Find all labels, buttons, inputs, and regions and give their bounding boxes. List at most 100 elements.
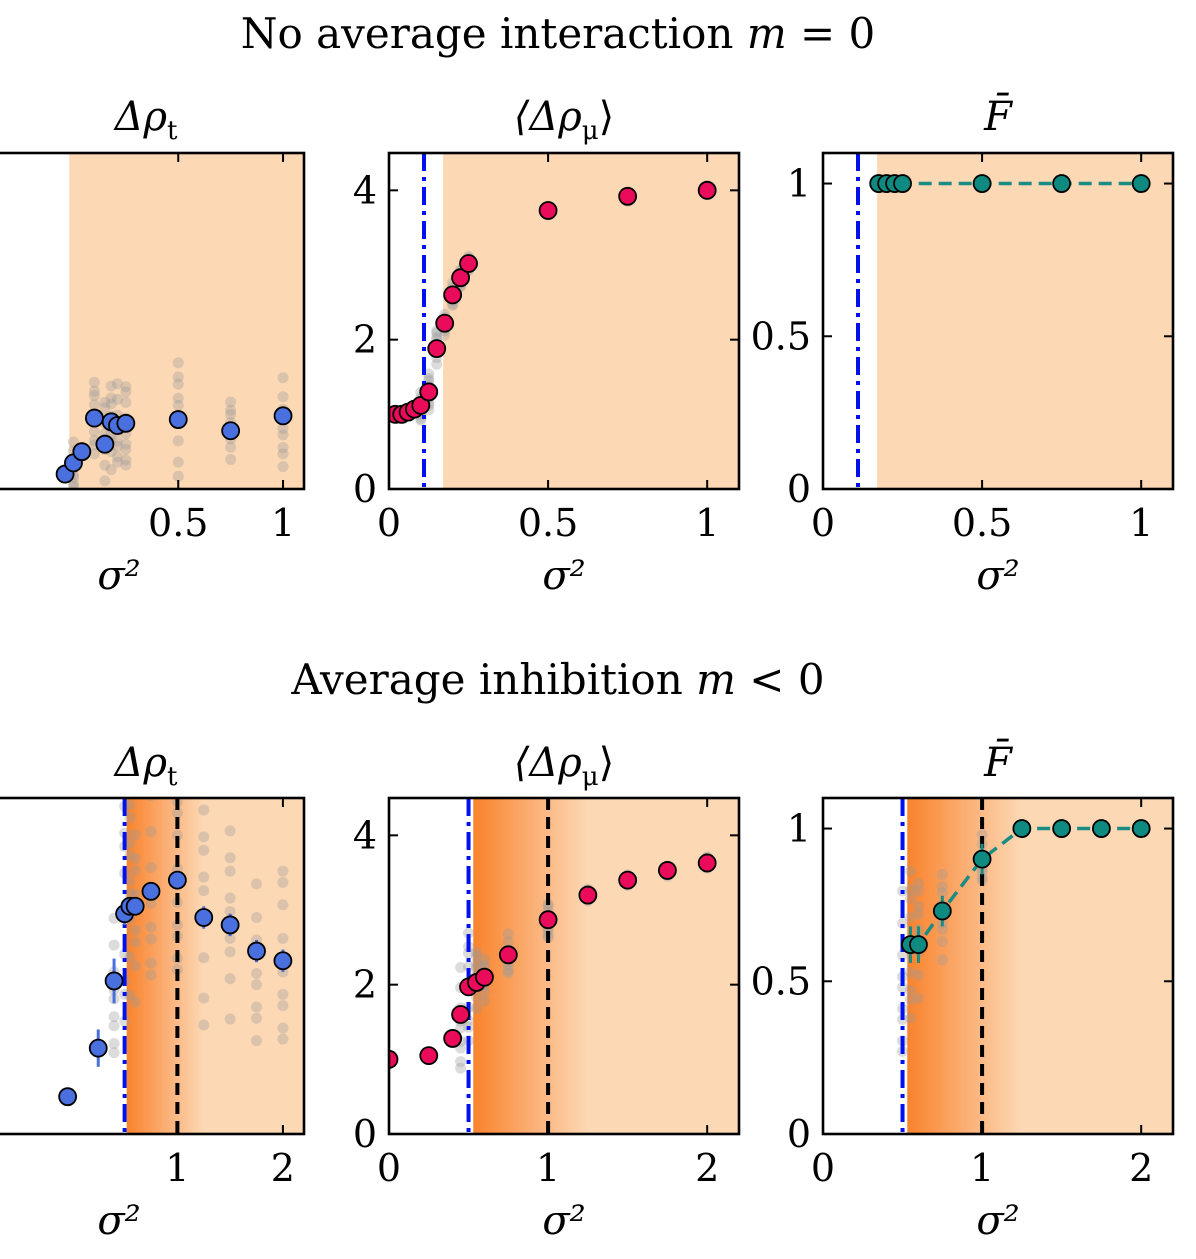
panel-title: Δρt bbox=[113, 740, 178, 792]
y-tick-label: 0 bbox=[353, 1112, 377, 1156]
sample-dot bbox=[251, 911, 263, 923]
sample-dot bbox=[912, 878, 924, 890]
axes-frame bbox=[0, 796, 306, 1136]
y-tick-label: 2 bbox=[353, 963, 377, 1007]
sample-dot bbox=[198, 844, 210, 856]
x-tick-label: 0 bbox=[377, 1146, 401, 1190]
data-point bbox=[475, 967, 494, 987]
panel-title: F̄ bbox=[983, 739, 1013, 786]
data-point bbox=[451, 268, 470, 288]
sample-dot bbox=[172, 456, 184, 468]
sample-dot bbox=[463, 961, 475, 973]
sample-dot bbox=[171, 919, 183, 931]
sample-dot bbox=[198, 1019, 210, 1031]
sample-dot bbox=[224, 946, 236, 958]
sample-dot bbox=[172, 378, 184, 390]
sample-dot bbox=[145, 921, 157, 933]
sample-dot bbox=[198, 871, 210, 883]
sample-dot bbox=[67, 481, 79, 489]
panel-title: ⟨Δρμ⟩ bbox=[514, 740, 615, 792]
data-point bbox=[443, 285, 463, 305]
sample-dot bbox=[897, 949, 909, 961]
sample-dot bbox=[277, 1000, 289, 1012]
x-tick-label: 1 bbox=[271, 501, 295, 545]
sample-dot bbox=[542, 900, 554, 912]
data-point bbox=[538, 201, 558, 220]
sample-dot bbox=[129, 924, 141, 936]
x-tick-label: 0.5 bbox=[148, 501, 208, 545]
plot-area bbox=[856, 153, 1173, 489]
sample-dot bbox=[145, 861, 157, 873]
shaded-region bbox=[69, 153, 304, 489]
sample-dot bbox=[88, 385, 100, 397]
sample-dot bbox=[129, 864, 141, 876]
x-axis-label: σ² bbox=[976, 553, 1019, 599]
y-tick-label: 0 bbox=[787, 467, 811, 511]
sample-dot bbox=[251, 967, 263, 979]
sample-dot bbox=[225, 404, 237, 416]
sample-dot bbox=[124, 888, 136, 900]
sample-dot bbox=[251, 1001, 263, 1013]
sample-dot bbox=[277, 876, 289, 888]
sample-dot bbox=[129, 852, 141, 864]
sample-dot bbox=[99, 402, 111, 414]
sample-dot bbox=[108, 939, 120, 951]
sample-dot bbox=[105, 398, 117, 410]
sample-dot bbox=[478, 959, 490, 971]
sample-dot bbox=[905, 984, 916, 996]
data-point bbox=[697, 180, 717, 200]
x-tick-label: 2 bbox=[695, 1146, 719, 1190]
sample-dot bbox=[277, 423, 289, 435]
sample-dot bbox=[225, 408, 237, 420]
sample-dot bbox=[145, 798, 157, 802]
data-point bbox=[167, 870, 187, 890]
sample-dot bbox=[120, 443, 132, 455]
sample-dot bbox=[111, 378, 123, 390]
sample-dot bbox=[471, 1003, 482, 1015]
sample-dot bbox=[502, 964, 514, 976]
sample-dot bbox=[455, 1062, 467, 1074]
sample-dot bbox=[111, 393, 123, 405]
sample-dot bbox=[471, 958, 482, 970]
sample-dot bbox=[905, 893, 916, 905]
x-tick-label: 0 bbox=[811, 501, 835, 545]
x-axis-label: σ² bbox=[542, 1198, 585, 1244]
y-tick-label: 1 bbox=[787, 807, 811, 851]
sample-dot bbox=[198, 831, 210, 843]
sample-dot bbox=[455, 961, 467, 973]
sample-dot bbox=[120, 454, 132, 466]
sample-dot bbox=[171, 829, 183, 841]
data-point bbox=[658, 861, 677, 880]
sample-dot bbox=[277, 1033, 289, 1045]
sample-dot bbox=[277, 429, 289, 441]
data-point bbox=[221, 421, 241, 441]
data-point bbox=[85, 408, 104, 428]
sample-dot bbox=[129, 829, 141, 841]
data-point bbox=[538, 910, 558, 930]
sample-dot bbox=[897, 917, 909, 929]
sample-dot bbox=[108, 1011, 120, 1023]
sample-dot bbox=[251, 1035, 263, 1047]
sample-dot bbox=[423, 372, 435, 384]
sample-dot bbox=[105, 464, 117, 476]
plot-area bbox=[55, 153, 304, 489]
data-point bbox=[1131, 174, 1151, 193]
sample-dot bbox=[145, 957, 157, 969]
sample-dot bbox=[111, 451, 123, 463]
sample-dot bbox=[111, 435, 123, 447]
y-tick-label: 4 bbox=[353, 168, 377, 212]
sample-dot bbox=[463, 947, 475, 959]
sample-dot bbox=[905, 884, 916, 896]
sample-dot bbox=[225, 454, 237, 466]
sample-dot bbox=[88, 399, 100, 411]
sample-dot bbox=[224, 973, 236, 985]
sample-dot bbox=[129, 996, 141, 1008]
sample-dot bbox=[455, 1056, 467, 1068]
data-point bbox=[141, 881, 161, 901]
sample-dot bbox=[224, 825, 236, 837]
x-tick-label: 0 bbox=[377, 501, 401, 545]
sample-dot bbox=[99, 459, 111, 471]
data-point bbox=[247, 941, 266, 961]
